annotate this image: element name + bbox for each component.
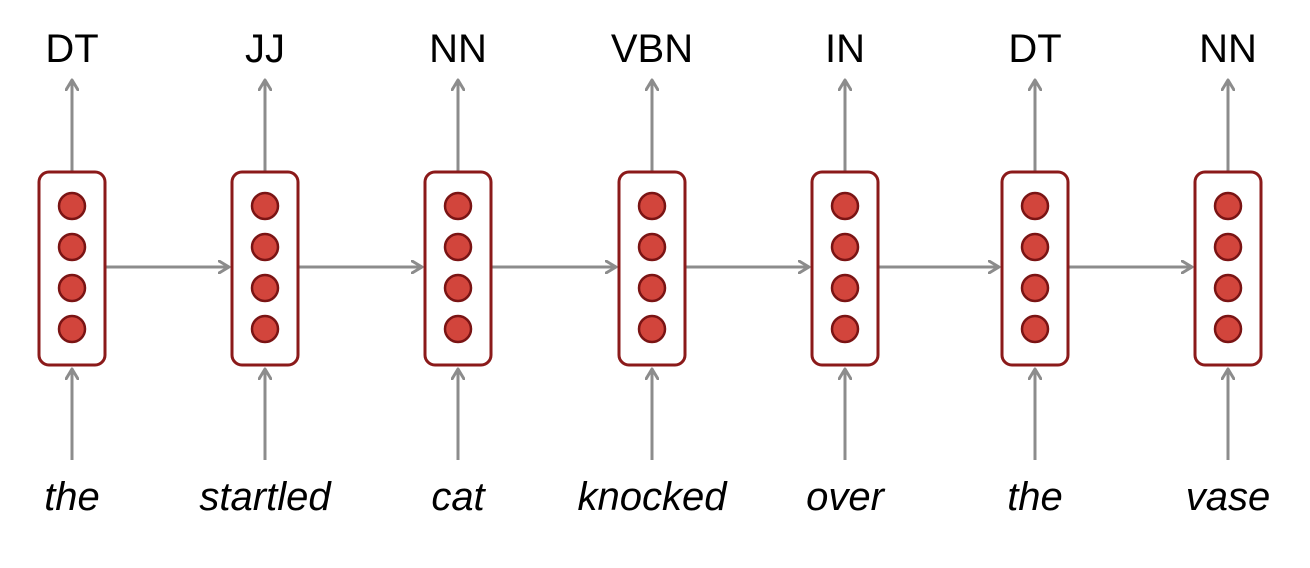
hidden-unit <box>637 314 667 344</box>
hidden-unit <box>1020 232 1050 262</box>
cell-box <box>810 170 880 367</box>
rnn-cells <box>37 170 1263 367</box>
hidden-unit <box>1020 191 1050 221</box>
cell-box <box>1000 170 1070 367</box>
pos-tag-label: NN <box>1199 27 1257 71</box>
pos-tag-label: DT <box>1008 27 1061 71</box>
pos-tag-label: VBN <box>611 27 693 71</box>
pos-tag-label: JJ <box>245 27 285 71</box>
hidden-unit <box>830 273 860 303</box>
hidden-unit <box>1020 314 1050 344</box>
hidden-unit <box>830 314 860 344</box>
hidden-unit <box>637 232 667 262</box>
hidden-unit <box>1213 191 1243 221</box>
hidden-unit <box>1213 314 1243 344</box>
hidden-unit <box>637 273 667 303</box>
hidden-unit <box>443 314 473 344</box>
rnn-cell-1 <box>37 170 107 367</box>
input-word-label: vase <box>1186 475 1271 519</box>
hidden-unit <box>443 232 473 262</box>
hidden-unit <box>57 273 87 303</box>
cell-box <box>37 170 107 367</box>
rnn-cell-3 <box>423 170 493 367</box>
pos-tag-label: IN <box>825 27 865 71</box>
rnn-cell-6 <box>1000 170 1070 367</box>
input-word-label: over <box>806 475 885 519</box>
hidden-unit <box>1020 273 1050 303</box>
input-word-label: startled <box>199 475 332 519</box>
cell-box <box>1193 170 1263 367</box>
hidden-unit <box>250 232 280 262</box>
output-connections <box>72 80 1228 172</box>
pos-tag-row: DT JJ NN VBN IN DT NN <box>45 27 1257 71</box>
pos-tag-label: NN <box>429 27 487 71</box>
rnn-cell-2 <box>230 170 300 367</box>
input-word-label: the <box>44 475 100 519</box>
hidden-unit <box>1213 273 1243 303</box>
rnn-cell-4 <box>617 170 687 367</box>
hidden-unit <box>1213 232 1243 262</box>
hidden-unit <box>250 314 280 344</box>
input-word-label: cat <box>431 475 486 519</box>
pos-tag-label: DT <box>45 27 98 71</box>
hidden-unit <box>250 191 280 221</box>
hidden-unit <box>57 191 87 221</box>
hidden-unit <box>250 273 280 303</box>
hidden-unit <box>443 191 473 221</box>
hidden-unit <box>443 273 473 303</box>
input-word-label: the <box>1007 475 1063 519</box>
rnn-cell-5 <box>810 170 880 367</box>
input-word-row: the startled cat knocked over the vase <box>44 475 1270 519</box>
hidden-unit <box>830 232 860 262</box>
input-connections <box>72 369 1228 460</box>
hidden-unit <box>57 232 87 262</box>
cell-box <box>423 170 493 367</box>
cell-box <box>617 170 687 367</box>
rnn-cell-7 <box>1193 170 1263 367</box>
cell-box <box>230 170 300 367</box>
hidden-unit <box>57 314 87 344</box>
hidden-unit <box>637 191 667 221</box>
input-word-label: knocked <box>578 475 729 519</box>
hidden-unit <box>830 191 860 221</box>
